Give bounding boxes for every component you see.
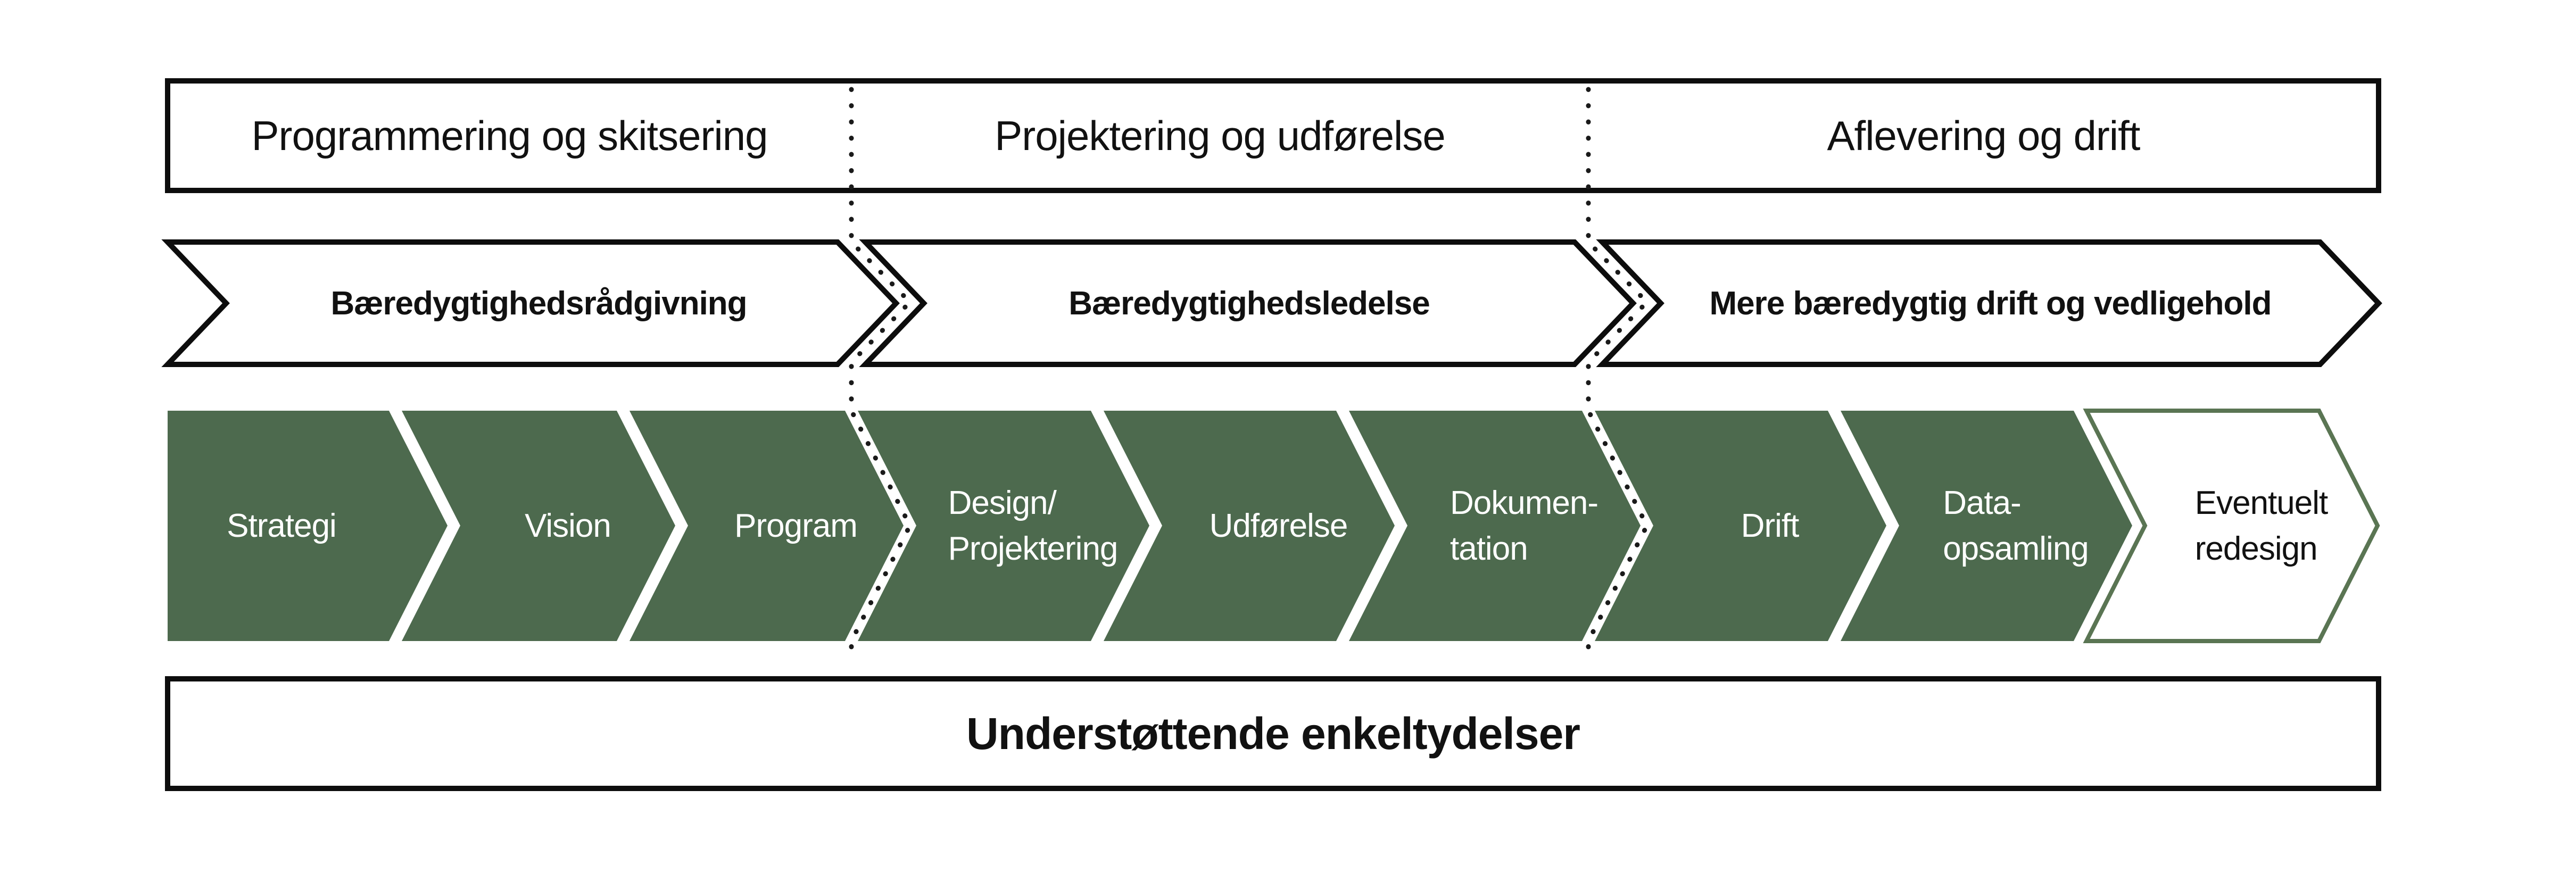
stage-chevron-vision: [402, 411, 675, 641]
service-arrow-3: [1596, 239, 2382, 367]
stage-chevron-udfoerelse: [1104, 411, 1395, 641]
phase-header-box: [165, 78, 2381, 193]
footer-box: [165, 676, 2381, 791]
stage-chevron-drift: [1595, 411, 1886, 641]
stage-chevron-dataopsamling: [1841, 411, 2132, 641]
stage-chevron-eventuelt-redesign: [2083, 409, 2380, 643]
stage-chevron-design-projektering: [858, 411, 1149, 641]
stage-chevron-dokumentation: [1349, 411, 1641, 641]
service-arrow-2: [859, 239, 1637, 367]
service-arrow-1: [161, 239, 900, 367]
stage-chevron-program: [629, 411, 904, 641]
stage-chevron-strategi: [168, 411, 448, 641]
